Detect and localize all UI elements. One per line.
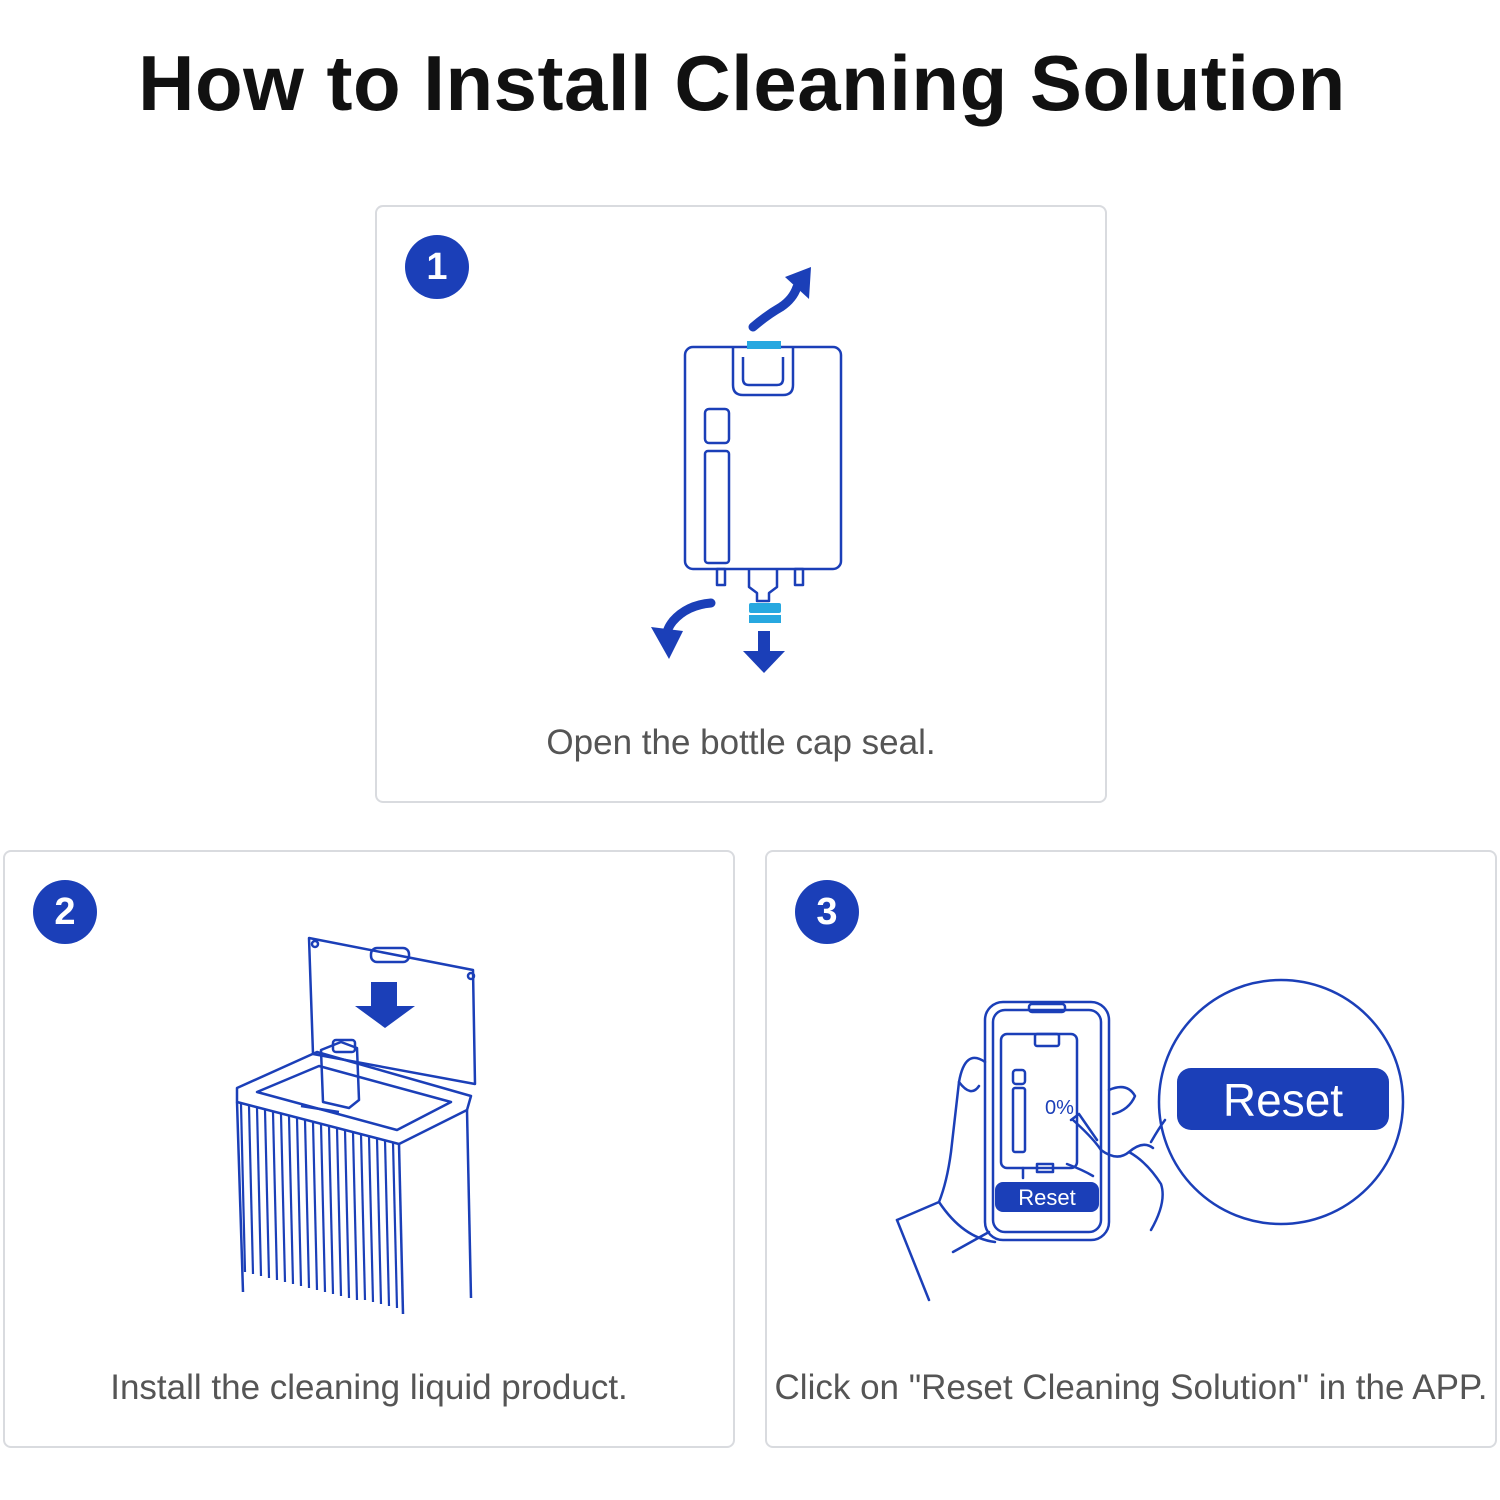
zoomed-reset-button-label: Reset — [1223, 1074, 1343, 1126]
step-number-badge: 2 — [33, 880, 97, 944]
step-number-badge: 1 — [405, 235, 469, 299]
zoomed-reset-button — [1177, 1068, 1389, 1130]
step-caption: Open the bottle cap seal. — [546, 723, 936, 762]
step-number-badge: 3 — [795, 880, 859, 944]
step-card-2: 2 — [3, 850, 735, 1448]
bottle-cap-removal-icon — [651, 267, 843, 673]
step-caption: Install the cleaning liquid product. — [110, 1368, 628, 1407]
page-title: How to Install Cleaning Solution — [138, 39, 1346, 127]
step-card-1: 1 Open the bottle cap seal — [375, 205, 1107, 803]
app-level-text: 0% — [1045, 1097, 1074, 1119]
step-card-3: 3 0 — [765, 850, 1497, 1448]
app-reset-button[interactable] — [995, 1182, 1099, 1212]
app-reset-button-label: Reset — [1018, 1185, 1075, 1210]
step-caption: Click on "Reset Cleaning Solution" in th… — [774, 1368, 1488, 1407]
phone-app-reset-icon: 0% Reset Reset — [895, 978, 1405, 1302]
insert-bottle-into-station-icon — [235, 936, 477, 1315]
